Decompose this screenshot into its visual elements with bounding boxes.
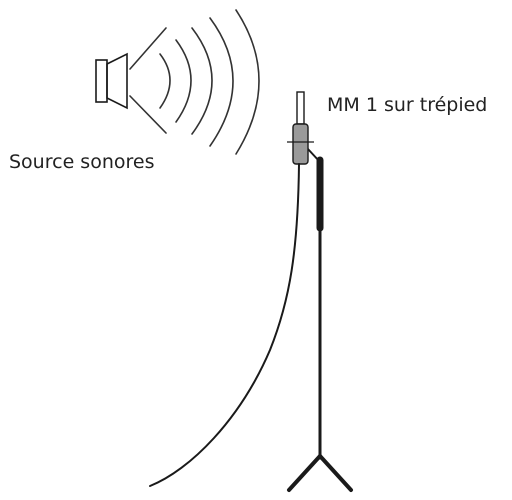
microphone-tip [296,91,305,125]
microphone-icon [287,91,314,165]
sound-waves-icon [129,9,260,155]
cable-icon [149,163,300,487]
speaker-cone [106,52,128,110]
wave-3 [191,27,213,135]
wave-guide-top [129,27,167,70]
wave-4 [209,17,234,147]
speaker-magnet [95,59,108,103]
wave-2 [175,39,192,123]
microphone-label: MM 1 sur trépied [327,94,488,116]
speaker-icon [95,52,128,110]
source-label: Source sonores [9,151,155,173]
tripod-icon [287,147,353,492]
tripod-leg-left [287,454,322,492]
wave-guide-bottom [129,95,167,134]
microphone-body [292,123,309,165]
wave-5 [235,9,260,155]
tripod-arm [306,147,321,163]
wave-1 [159,53,171,109]
tripod-leg-right [318,454,353,492]
